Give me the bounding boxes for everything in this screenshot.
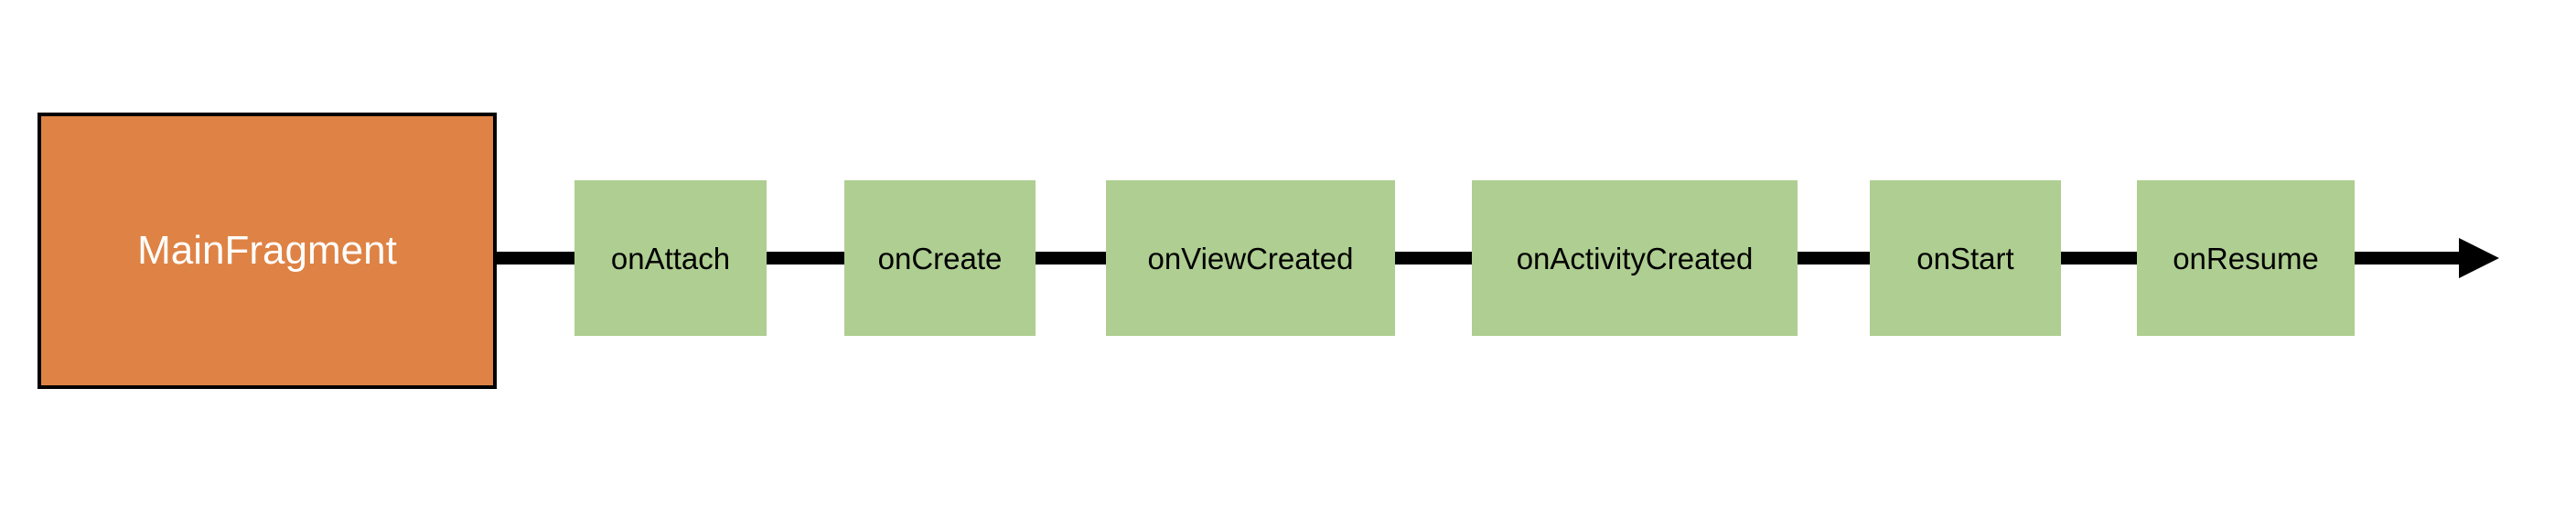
flow-arrow-head-icon xyxy=(2459,238,2499,278)
node-on-start-label: onStart xyxy=(1916,241,2014,275)
node-on-create-label: onCreate xyxy=(877,241,1003,275)
node-on-create: onCreate xyxy=(844,180,1036,336)
node-on-activity-created-label: onActivityCreated xyxy=(1516,241,1754,275)
node-on-attach: onAttach xyxy=(574,180,767,336)
node-on-activity-created: onActivityCreated xyxy=(1472,180,1798,336)
node-main-fragment-label: MainFragment xyxy=(137,228,397,273)
node-on-start: onStart xyxy=(1870,180,2061,336)
node-on-resume: onResume xyxy=(2137,180,2355,336)
node-on-resume-label: onResume xyxy=(2173,241,2319,275)
node-on-view-created: onViewCreated xyxy=(1106,180,1395,336)
node-main-fragment: MainFragment xyxy=(38,113,497,389)
node-on-view-created-label: onViewCreated xyxy=(1147,241,1354,275)
node-on-attach-label: onAttach xyxy=(610,241,731,275)
